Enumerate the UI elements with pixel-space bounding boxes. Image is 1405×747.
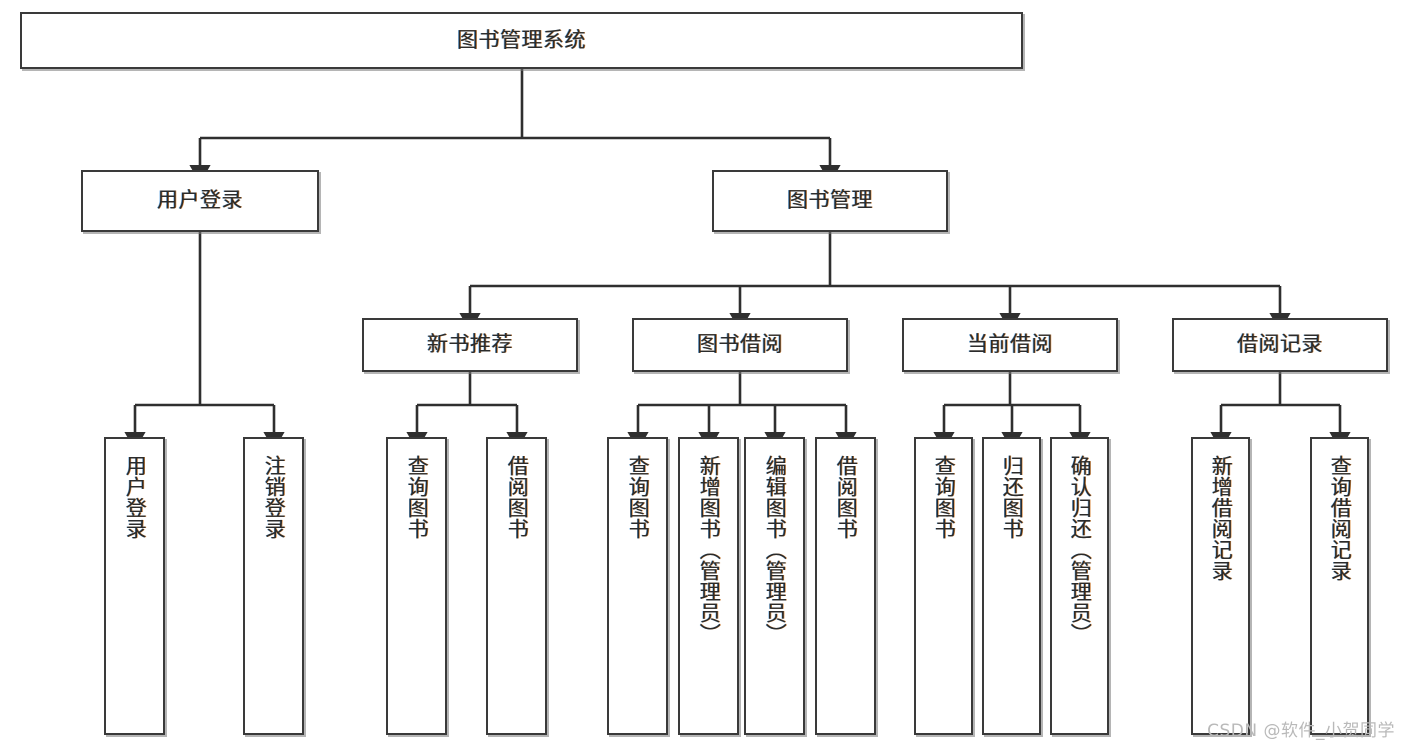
node-leaf-query-book-3-label: 查询图书	[932, 455, 957, 539]
node-leaf-return-book[interactable]: 归还图书	[982, 437, 1041, 735]
node-leaf-logout-label: 注销登录	[262, 455, 287, 539]
node-leaf-query-book-1[interactable]: 查询图书	[386, 437, 447, 735]
node-leaf-add-record[interactable]: 新增借阅记录	[1191, 437, 1250, 735]
node-leaf-confirm-return-label: 确认归还（管理员）	[1068, 455, 1093, 644]
node-leaf-borrow-book-2-label: 借阅图书	[834, 455, 859, 539]
node-book-manage-label: 图书管理	[787, 188, 873, 213]
node-leaf-borrow-book-2[interactable]: 借阅图书	[815, 437, 876, 735]
node-leaf-borrow-book-1-label: 借阅图书	[505, 455, 530, 539]
csdn-watermark: CSDN @软件_小贺同学	[1207, 721, 1395, 741]
node-leaf-logout[interactable]: 注销登录	[243, 437, 304, 735]
node-leaf-query-book-1-label: 查询图书	[405, 455, 430, 539]
node-leaf-return-book-label: 归还图书	[1000, 455, 1025, 539]
node-leaf-user-login[interactable]: 用户登录	[104, 437, 165, 735]
node-book-manage[interactable]: 图书管理	[712, 170, 948, 232]
node-borrow-record[interactable]: 借阅记录	[1172, 318, 1388, 372]
node-leaf-add-record-label: 新增借阅记录	[1209, 455, 1234, 581]
node-new-book-rec-label: 新书推荐	[427, 332, 513, 357]
node-leaf-query-book-3[interactable]: 查询图书	[914, 437, 973, 735]
node-user-login[interactable]: 用户登录	[81, 170, 319, 232]
node-leaf-query-book-2[interactable]: 查询图书	[607, 437, 668, 735]
node-book-borrow-label: 图书借阅	[697, 332, 783, 357]
node-leaf-user-login-label: 用户登录	[123, 455, 148, 539]
node-leaf-edit-book-label: 编辑图书（管理员）	[763, 455, 788, 644]
node-leaf-query-book-2-label: 查询图书	[626, 455, 651, 539]
node-root-label: 图书管理系统	[457, 27, 586, 52]
node-leaf-add-book[interactable]: 新增图书（管理员）	[678, 437, 739, 735]
node-current-borrow-label: 当前借阅	[967, 332, 1053, 357]
node-new-book-rec[interactable]: 新书推荐	[362, 318, 578, 372]
node-book-borrow[interactable]: 图书借阅	[632, 318, 848, 372]
node-root[interactable]: 图书管理系统	[20, 12, 1023, 69]
node-leaf-query-record-label: 查询借阅记录	[1328, 455, 1353, 581]
node-current-borrow[interactable]: 当前借阅	[902, 318, 1118, 372]
node-leaf-confirm-return[interactable]: 确认归还（管理员）	[1050, 437, 1109, 735]
node-leaf-edit-book[interactable]: 编辑图书（管理员）	[744, 437, 805, 735]
node-borrow-record-label: 借阅记录	[1237, 332, 1323, 357]
node-leaf-add-book-label: 新增图书（管理员）	[697, 455, 722, 644]
node-leaf-query-record[interactable]: 查询借阅记录	[1310, 437, 1369, 735]
node-user-login-label: 用户登录	[157, 188, 243, 213]
node-leaf-borrow-book-1[interactable]: 借阅图书	[486, 437, 547, 735]
